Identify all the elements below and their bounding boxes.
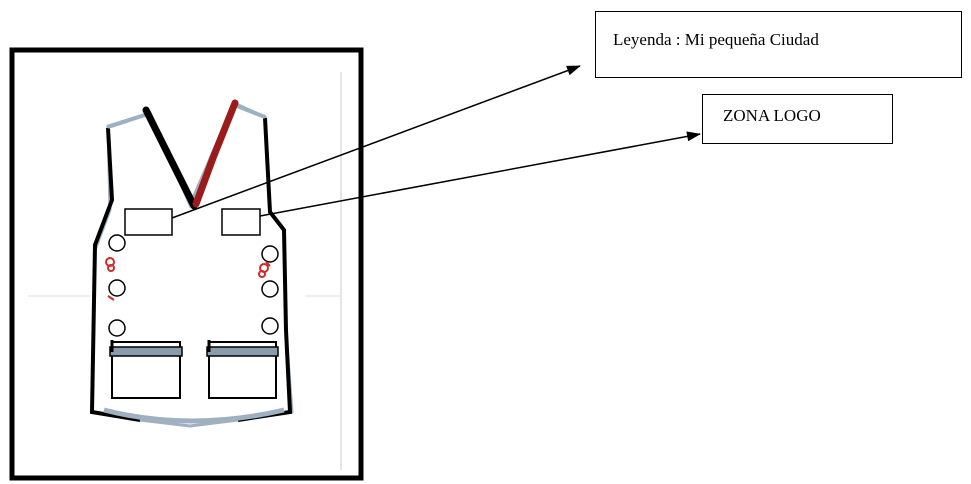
legend-callout-text: Leyenda : Mi pequeña Ciudad	[613, 30, 819, 49]
vest-left-edge	[89, 127, 141, 422]
logo-arrow	[259, 131, 701, 217]
logo-callout-text: ZONA LOGO	[723, 106, 821, 125]
vest-shoulder-left	[107, 112, 149, 129]
vest-right-edge	[237, 117, 293, 422]
button-left-1	[108, 234, 126, 252]
button-right-3	[261, 317, 279, 335]
button-right-2	[261, 280, 279, 298]
pocket-right	[206, 340, 279, 399]
button-right-1	[261, 245, 279, 263]
pocket-left	[109, 340, 183, 399]
collar-left	[142, 106, 198, 210]
legend-callout-box: Leyenda : Mi pequeña Ciudad	[595, 11, 962, 78]
red-marks	[105, 257, 271, 301]
button-left-3	[108, 319, 126, 337]
logo-zone-rect	[221, 208, 261, 236]
legend-arrow	[171, 65, 581, 219]
button-left-2	[108, 279, 126, 297]
vest-hem	[103, 407, 285, 424]
collar-right	[192, 99, 239, 208]
logo-callout-box: ZONA LOGO	[702, 94, 893, 144]
legend-zone-rect	[124, 208, 173, 236]
